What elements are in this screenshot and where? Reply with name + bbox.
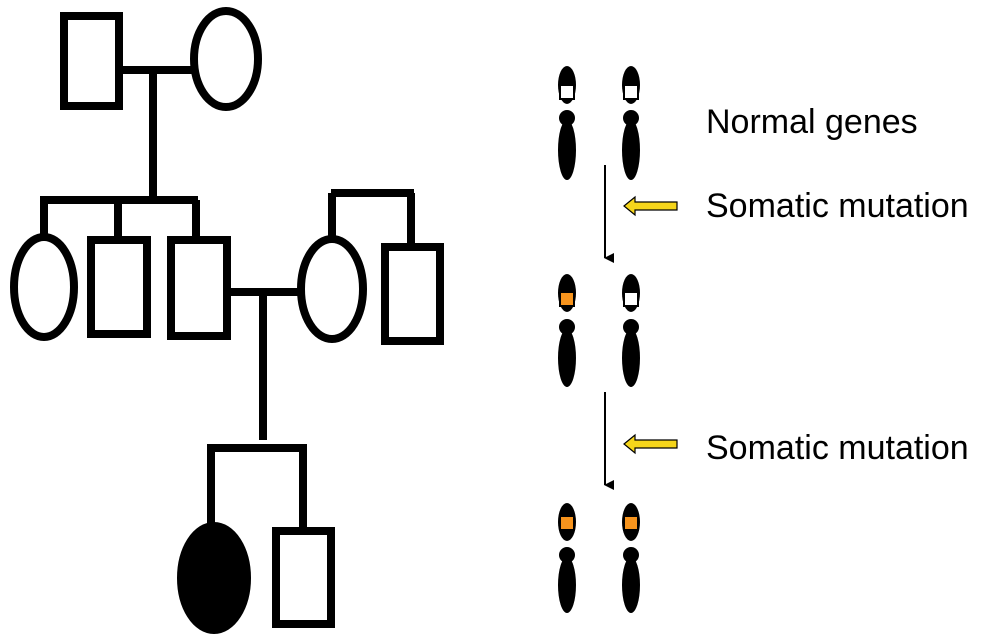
somatic-mutation-label-1: Somatic mutation bbox=[706, 187, 969, 225]
somatic-mutation-label-2: Somatic mutation bbox=[706, 429, 969, 467]
chromosome-right-stage-2 bbox=[622, 274, 640, 387]
gene-normal-right-stage-1 bbox=[623, 84, 639, 100]
gene-normal-left-stage-1 bbox=[559, 84, 575, 100]
pedigree bbox=[10, 7, 444, 634]
grandfather-square bbox=[60, 12, 123, 110]
normal-genes-label: Normal genes bbox=[706, 103, 918, 141]
gene-mutated-left-stage-2 bbox=[559, 291, 575, 307]
mother-circle bbox=[297, 235, 367, 343]
mutation-arrow-icon-2 bbox=[623, 433, 678, 455]
gene-mutated-right-stage-3 bbox=[623, 515, 639, 531]
gene-mutated-left-stage-3 bbox=[559, 515, 575, 531]
mutation-arrow-icon-1 bbox=[623, 195, 678, 217]
chromosome-left-stage-1 bbox=[558, 66, 576, 180]
son-square bbox=[272, 527, 335, 628]
chromosome-stages bbox=[558, 66, 640, 613]
chromosome-left-stage-2 bbox=[558, 274, 576, 387]
aunt-circle bbox=[10, 233, 78, 341]
grandmother-circle bbox=[190, 7, 262, 111]
chromosome-left-stage-3 bbox=[558, 503, 576, 613]
chromosome-right-stage-1 bbox=[622, 66, 640, 180]
father-square bbox=[167, 236, 231, 340]
gene-normal-right-stage-2 bbox=[623, 291, 639, 307]
uncle-square bbox=[87, 236, 151, 338]
maternal-uncle-square bbox=[381, 243, 444, 345]
chromosome-right-stage-3 bbox=[622, 503, 640, 613]
affected-daughter-circle bbox=[177, 522, 251, 634]
